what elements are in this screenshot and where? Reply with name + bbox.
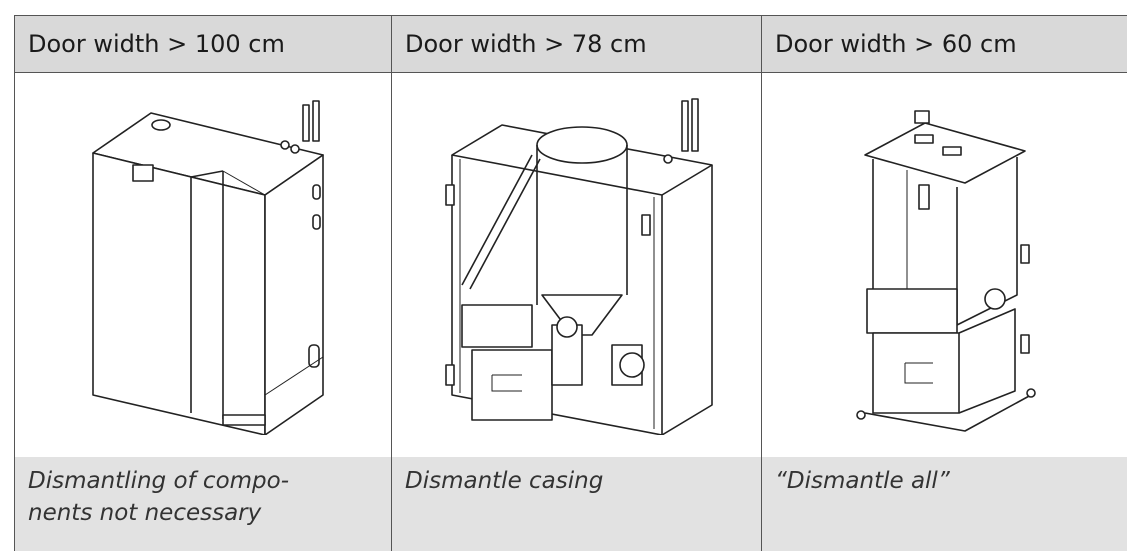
header-door-78: Door width > 78 cm [392,16,762,73]
control-display [133,165,153,181]
image-row [15,73,1127,458]
caption-row: Dismantling of compo- nents not necessar… [15,457,1127,551]
boiler-assembled-illustration [73,95,333,435]
header-door-100: Door width > 100 cm [15,16,392,73]
cell-boiler-casing-removed [392,73,762,458]
caption-door-78-line1: Dismantle casing [405,465,761,497]
door-width-table: Door width > 100 cm Door width > 78 cm D… [14,15,1127,551]
caption-door-100-line2: nents not necessary [28,497,391,529]
boiler-front [93,153,265,435]
caption-door-60: “Dismantle all” [762,457,1127,551]
cell-boiler-assembled [15,73,392,458]
header-door-60: Door width > 60 cm [762,16,1127,73]
caption-door-100-line1: Dismantling of compo- [28,465,391,497]
caption-door-78: Dismantle casing [392,457,762,551]
boiler-casing-removed-illustration [432,95,722,435]
header-row: Door width > 100 cm Door width > 78 cm D… [15,16,1127,73]
caption-door-100: Dismantling of compo- nents not necessar… [15,457,392,551]
cell-boiler-dismantled [762,73,1127,458]
caption-door-60-line1: “Dismantle all” [775,465,1127,497]
boiler-dismantled-illustration [845,95,1045,435]
